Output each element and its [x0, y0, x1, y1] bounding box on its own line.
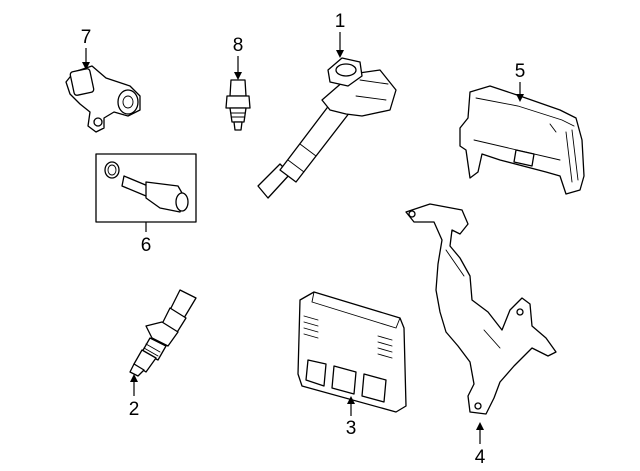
part-5-cover	[459, 85, 585, 195]
part-3-ecm	[297, 291, 407, 413]
callout-6: 6	[141, 235, 152, 256]
callout-1: 1	[335, 11, 346, 32]
part-2-spark-plug	[129, 289, 197, 377]
callout-3: 3	[346, 418, 357, 439]
callout-7: 7	[81, 27, 92, 48]
part-7-sensor	[65, 65, 141, 133]
callout-8: 8	[233, 35, 244, 56]
part-8-sensor	[225, 79, 251, 131]
callout-2: 2	[129, 399, 140, 420]
part-4-bracket	[405, 203, 557, 415]
callout-4: 4	[475, 447, 486, 468]
part-1-ignition-coil	[257, 57, 397, 199]
callout-5: 5	[515, 61, 526, 82]
part-6-kit-box	[95, 153, 197, 223]
